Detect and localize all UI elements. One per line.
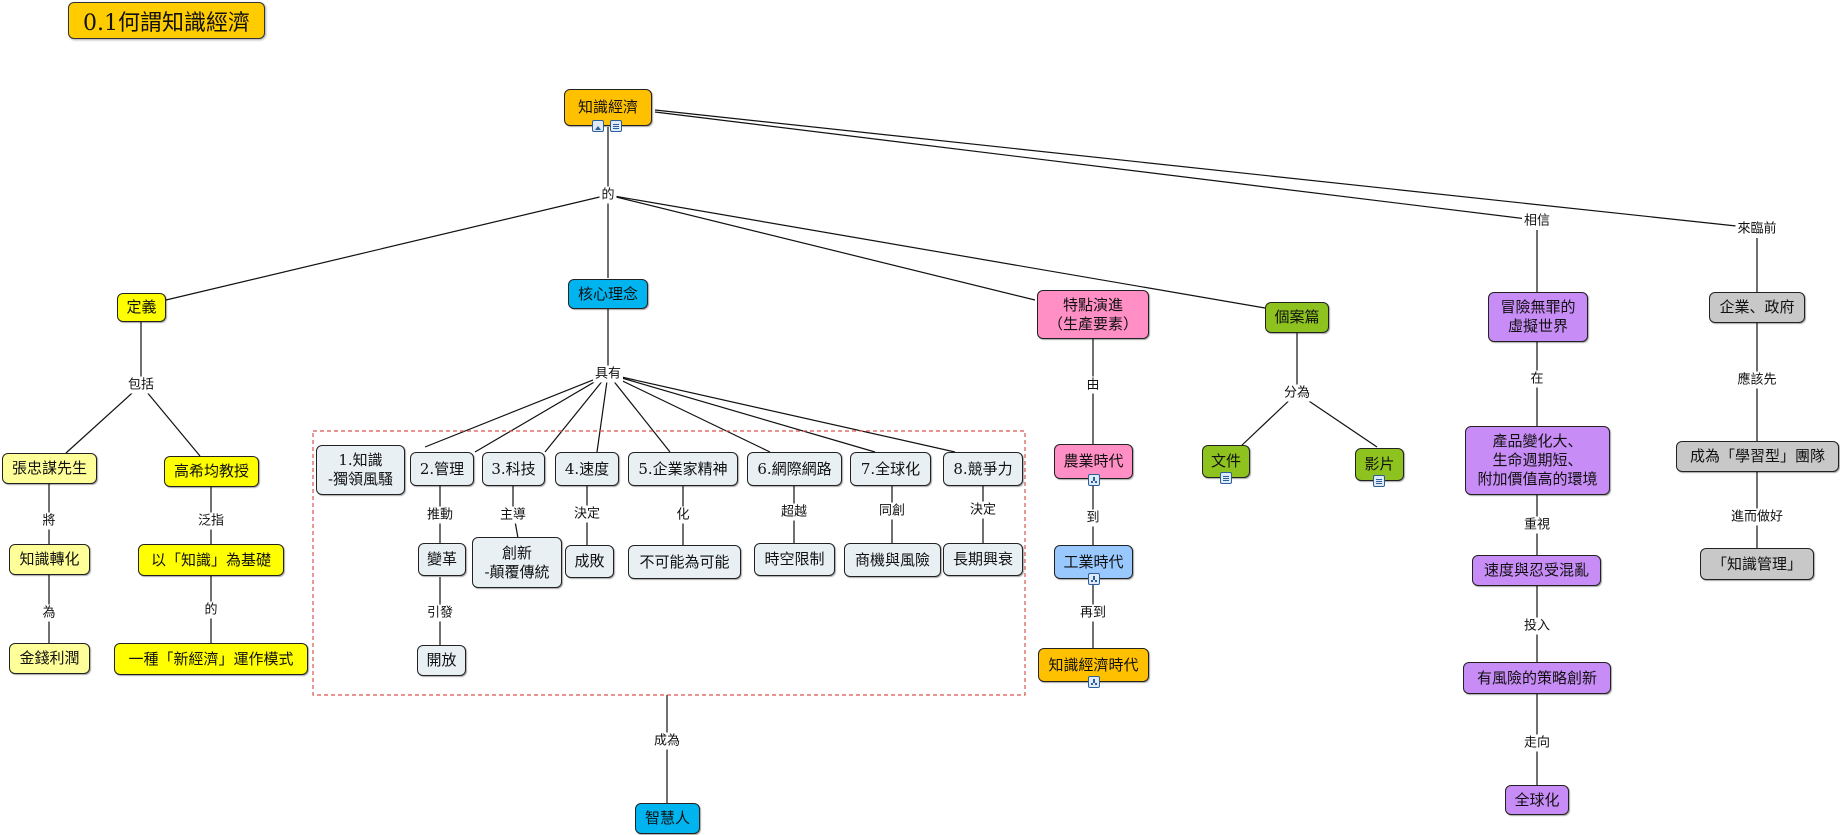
node-knowledge-base-text: 以「知識」為基礎	[150, 550, 271, 569]
node-c2[interactable]: 2.管理	[410, 452, 474, 486]
node-zhang[interactable]: 張忠謀先生	[2, 453, 97, 484]
link-label-become: 成為	[651, 732, 683, 750]
link-label-surpass: 超越	[778, 503, 810, 521]
link-label-toward: 走向	[1521, 734, 1553, 752]
node-knowledge-base[interactable]: 以「知識」為基礎	[138, 544, 284, 576]
concept-map-link-icon[interactable]	[1088, 676, 1100, 688]
link-label-in: 在	[1528, 370, 1546, 388]
node-c3[interactable]: 3.科技	[482, 452, 545, 486]
concept-map-link-icon[interactable]	[1088, 474, 1100, 486]
link-label-then-to: 再到	[1077, 604, 1109, 622]
link-label-will: 將	[40, 512, 58, 530]
node-wise[interactable]: 智慧人	[635, 803, 700, 834]
node-c6[interactable]: 6.網際網路	[747, 452, 842, 486]
link-label-value: 重視	[1521, 516, 1553, 534]
link-label-to: 到	[1084, 509, 1102, 527]
link-label-drive: 推動	[424, 506, 456, 524]
node-innovation[interactable]: 創新 -顛覆傳統	[472, 537, 562, 588]
node-env[interactable]: 產品變化大、 生命週期短、 附加價值高的環境	[1465, 426, 1610, 495]
node-open[interactable]: 開放	[417, 645, 466, 676]
node-longterm[interactable]: 長期興衰	[943, 543, 1023, 576]
link-label-refers: 泛指	[195, 512, 227, 530]
link-label-believe: 相信	[1521, 212, 1553, 230]
node-success[interactable]: 成敗	[565, 545, 614, 578]
document-attachment-icon[interactable]	[1220, 472, 1232, 484]
link-label-co-create: 同創	[876, 502, 908, 520]
node-c1[interactable]: 1.知識 -獨領風騷	[316, 445, 405, 495]
link-label-further: 進而做好	[1728, 508, 1786, 526]
core-group-dashed-box	[312, 430, 1026, 696]
node-risk-world[interactable]: 冒險無罪的 虛擬世界	[1488, 292, 1588, 342]
node-root[interactable]: 知識經濟	[564, 89, 652, 126]
node-money[interactable]: 金錢利潤	[9, 643, 90, 674]
node-core[interactable]: 核心理念	[568, 279, 648, 309]
node-strategy-text: 有風險的策略創新	[1476, 668, 1597, 687]
node-strategy[interactable]: 有風險的策略創新	[1463, 662, 1611, 694]
node-opportunity[interactable]: 商機與風險	[844, 543, 941, 577]
link-label-split: 分為	[1281, 384, 1313, 402]
link-label-invest: 投入	[1521, 617, 1553, 635]
node-c7[interactable]: 7.全球化	[850, 452, 931, 486]
link-label-decide: 決定	[571, 505, 603, 523]
link-label-of: 的	[599, 186, 617, 204]
node-new-economy-text: 一種「新經濟」運作模式	[128, 649, 294, 668]
node-spacetime[interactable]: 時空限制	[754, 543, 835, 576]
document-attachment-icon[interactable]	[610, 120, 622, 132]
node-globalize[interactable]: 全球化	[1505, 785, 1569, 815]
link-label-should-first: 應該先	[1735, 371, 1779, 389]
link-label-have: 具有	[592, 365, 624, 383]
node-km-text: 「知識管理」	[1711, 554, 1802, 573]
node-transform[interactable]: 知識轉化	[9, 544, 90, 575]
node-km[interactable]: 「知識管理」	[1700, 548, 1814, 580]
link-label-turn: 化	[674, 506, 692, 524]
link-label-by: 由	[1084, 376, 1102, 394]
link-label-trigger: 引發	[424, 604, 456, 622]
node-c4[interactable]: 4.速度	[555, 452, 619, 486]
link-label-lead: 主導	[497, 506, 529, 524]
node-impossible[interactable]: 不可能為可能	[628, 545, 741, 579]
node-new-economy[interactable]: 一種「新經濟」運作模式	[114, 643, 308, 675]
link-label-before: 來臨前	[1735, 220, 1779, 238]
document-attachment-icon[interactable]	[1373, 475, 1385, 487]
link-label-of2: 的	[202, 601, 220, 619]
node-gov[interactable]: 企業、政府	[1709, 292, 1805, 323]
node-reform[interactable]: 變革	[418, 543, 466, 576]
link-label-to-be: 為	[40, 604, 58, 622]
concept-map-link-icon[interactable]	[1088, 573, 1100, 585]
node-ke-era[interactable]: 知識經濟時代	[1038, 648, 1149, 682]
link-label-include: 包括	[125, 376, 157, 394]
node-c5[interactable]: 5.企業家精神	[628, 452, 738, 486]
node-kao[interactable]: 高希均教授	[164, 456, 259, 487]
node-learning-org-text: 成為「學習型」團隊	[1689, 447, 1825, 465]
node-learning-org[interactable]: 成為「學習型」團隊	[1676, 441, 1839, 472]
node-chaos[interactable]: 速度與忍受混亂	[1472, 555, 1601, 586]
link-label-decide2: 決定	[967, 501, 999, 519]
node-c8[interactable]: 8.競爭力	[943, 452, 1023, 486]
node-cases[interactable]: 個案篇	[1265, 302, 1329, 333]
node-features[interactable]: 特點演進 （生產要素）	[1037, 290, 1149, 339]
page-title: 0.1何謂知識經濟	[68, 2, 265, 39]
node-definition[interactable]: 定義	[117, 293, 166, 322]
image-attachment-icon[interactable]	[592, 120, 604, 132]
